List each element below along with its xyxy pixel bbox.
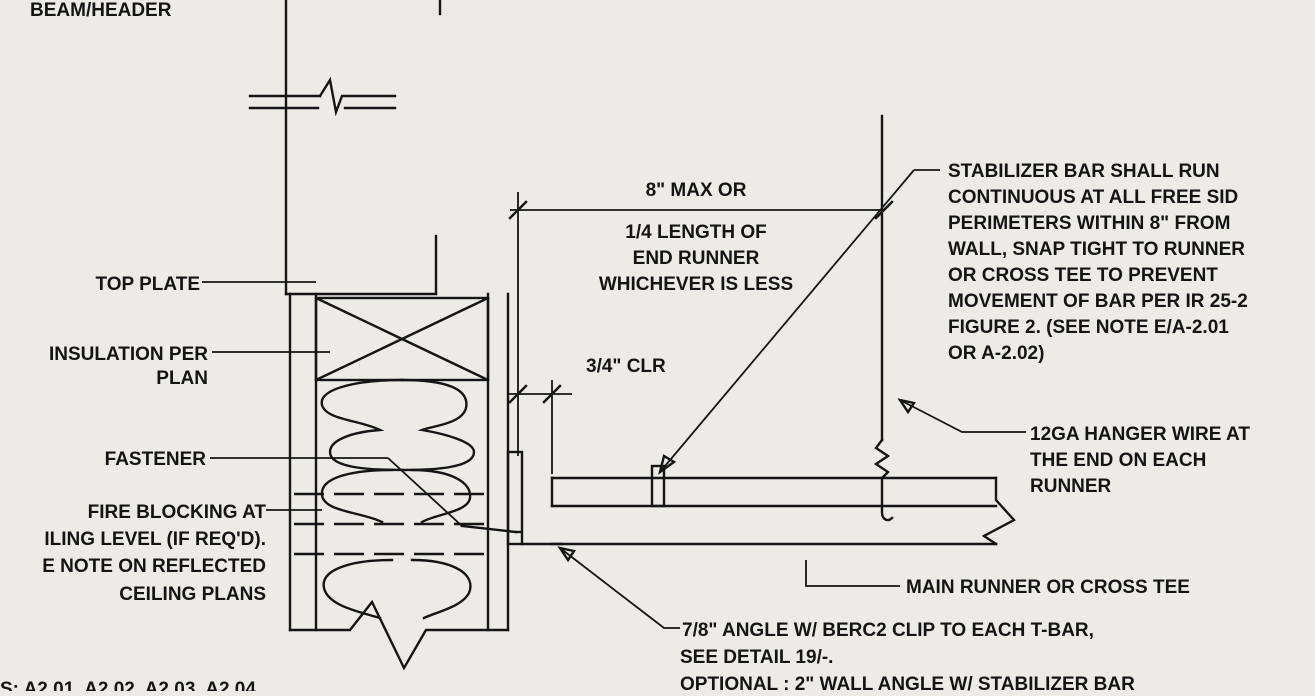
label-dim-4: WHICHEVER IS LESS [599, 274, 793, 295]
label-beam-header: BEAM/HEADER [30, 0, 172, 21]
label-stab-3: PERIMETERS WITHIN 8" FROM [948, 213, 1230, 234]
stud-wall [288, 292, 510, 632]
label-stab-6: MOVEMENT OF BAR PER IR 25-2 [948, 291, 1248, 312]
label-dim-3: END RUNNER [633, 248, 760, 269]
label-dim-1: 8" MAX OR [646, 180, 747, 201]
label-hanger-1: 12GA HANGER WIRE AT [1030, 424, 1250, 445]
insulation-batts [320, 378, 476, 620]
label-clr: 3/4" CLR [586, 356, 666, 377]
dim-clr [508, 380, 572, 474]
label-main-runner: MAIN RUNNER OR CROSS TEE [906, 577, 1190, 598]
stabilizer-bar-clip [650, 464, 666, 508]
label-insulation-2: PLAN [156, 368, 208, 389]
label-stab-1: STABILIZER BAR SHALL RUN [948, 161, 1220, 182]
label-stab-7: FIGURE 2. (SEE NOTE E/A-2.01 [948, 317, 1229, 338]
break-symbol-bottom [288, 599, 510, 671]
label-hanger-2: THE END ON EACH [1030, 450, 1206, 471]
label-angle-1: 7/8" ANGLE W/ BERC2 CLIP TO EACH T-BAR, [682, 620, 1094, 641]
fastener-leader [210, 457, 518, 534]
label-stab-5: OR CROSS TEE TO PREVENT [948, 265, 1218, 286]
break-symbol-top [248, 76, 397, 117]
label-angle-3: OPTIONAL : 2" WALL ANGLE W/ STABILIZER B… [680, 674, 1135, 691]
hanger-leader [897, 398, 1026, 433]
label-fire-4: CEILING PLANS [119, 584, 266, 605]
angle-leader [557, 546, 680, 629]
fire-blocking-lines [294, 492, 488, 556]
label-fire-1: FIRE BLOCKING AT [88, 502, 267, 523]
beam-header-lines [284, 0, 442, 296]
label-stab-2: CONTINUOUS AT ALL FREE SID [948, 187, 1238, 208]
label-fastener: FASTENER [105, 449, 207, 470]
label-insulation-1: INSULATION PER [49, 344, 208, 365]
dim-8in-max [508, 192, 894, 456]
main-runner-leader [805, 560, 900, 587]
top-plate-block [314, 296, 490, 382]
hanger-wire [873, 114, 894, 522]
label-dim-2: 1/4 LENGTH OF [625, 222, 766, 243]
wall-angle [506, 450, 564, 546]
label-hanger-3: RUNNER [1030, 476, 1112, 497]
label-stab-8: OR A-2.02) [948, 343, 1044, 364]
main-runner [550, 476, 1016, 546]
label-stab-4: WALL, SNAP TIGHT TO RUNNER [948, 239, 1245, 260]
label-bottom-left: S: A2.01, A2.02, A2.03, A2.04 [0, 679, 256, 691]
stabilizer-leader [658, 169, 940, 475]
label-angle-2: SEE DETAIL 19/-. [680, 647, 833, 668]
label-top-plate: TOP PLATE [95, 274, 200, 295]
label-fire-2: ILING LEVEL (IF REQ'D). [44, 529, 266, 550]
label-fire-3: E NOTE ON REFLECTED [42, 556, 266, 577]
left-leaders [202, 281, 330, 511]
